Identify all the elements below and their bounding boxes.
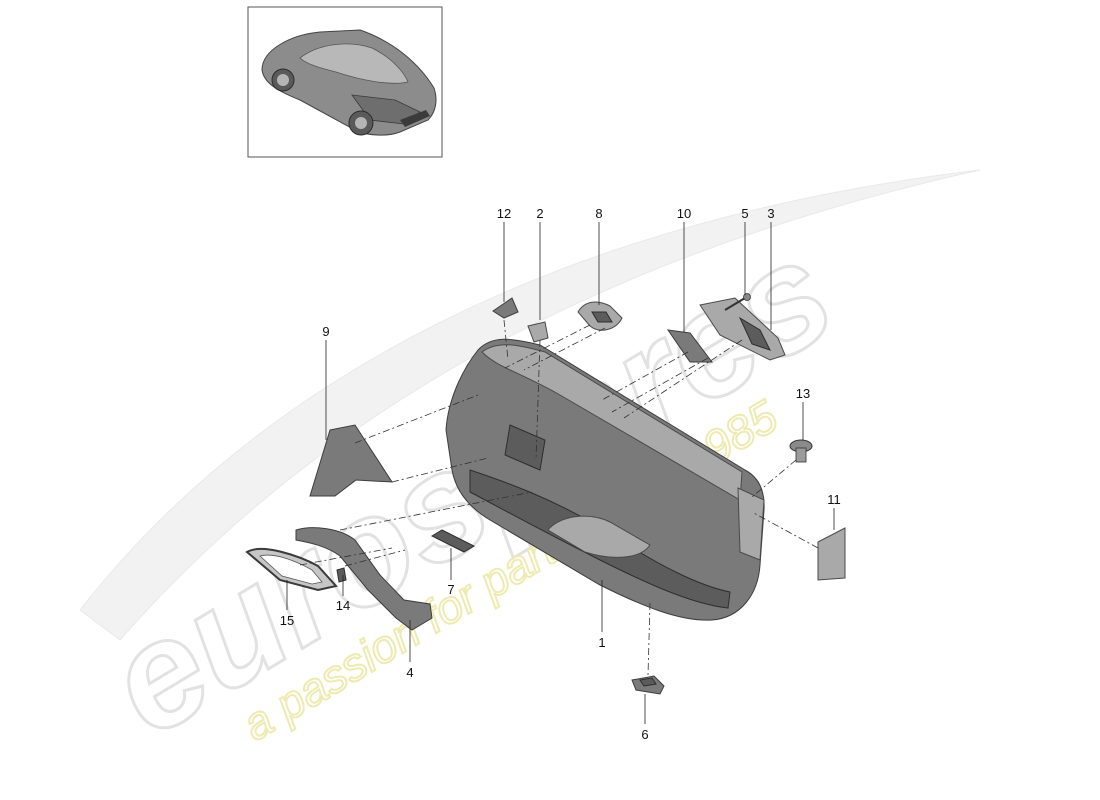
part-15-frame-inner	[259, 554, 323, 585]
door-trim-panel	[445, 338, 765, 621]
callout-3: 3	[767, 206, 774, 221]
part-4-grab-handle	[295, 527, 433, 631]
door-panel-end-cap	[737, 487, 765, 561]
vehicle-thumbnail	[247, 6, 443, 158]
callout-15: 15	[280, 613, 294, 628]
part-8-bezel-opening	[591, 311, 613, 323]
door-panel-handle-recess	[504, 424, 546, 471]
callout-9: 9	[322, 324, 329, 339]
part-6-switch-top	[639, 677, 657, 687]
callout-7: 7	[447, 582, 454, 597]
door-panel-armrest	[547, 515, 651, 558]
part-7-strip	[430, 529, 476, 553]
part-2-clip	[527, 321, 549, 343]
callout-6: 6	[641, 727, 648, 742]
callout-11: 11	[827, 492, 841, 507]
part-10-trim-strip	[666, 329, 714, 363]
callout-labels: 12 2 8 10 5 3 9 13 11 1 4 7 14 15 6	[280, 206, 841, 742]
part-12-cover	[492, 297, 519, 319]
part-5-screw	[724, 293, 751, 311]
car-illustration	[261, 29, 437, 136]
callout-4: 4	[406, 665, 413, 680]
part-11-end-cover	[817, 527, 846, 581]
callout-5: 5	[741, 206, 748, 221]
callout-14: 14	[336, 598, 350, 613]
leader-lines	[286, 222, 835, 724]
part-3-switch-detail	[738, 316, 771, 351]
part-14-clip	[336, 567, 347, 583]
callout-1: 1	[598, 635, 605, 650]
callout-2: 2	[536, 206, 543, 221]
callout-8: 8	[595, 206, 602, 221]
part-13-push-clip	[789, 439, 813, 463]
callout-13: 13	[796, 386, 810, 401]
door-panel-outer	[445, 338, 765, 621]
callout-12: 12	[497, 206, 511, 221]
assembly-lines	[299, 319, 819, 676]
callout-10: 10	[677, 206, 691, 221]
part-9-mirror-cover	[309, 424, 393, 497]
